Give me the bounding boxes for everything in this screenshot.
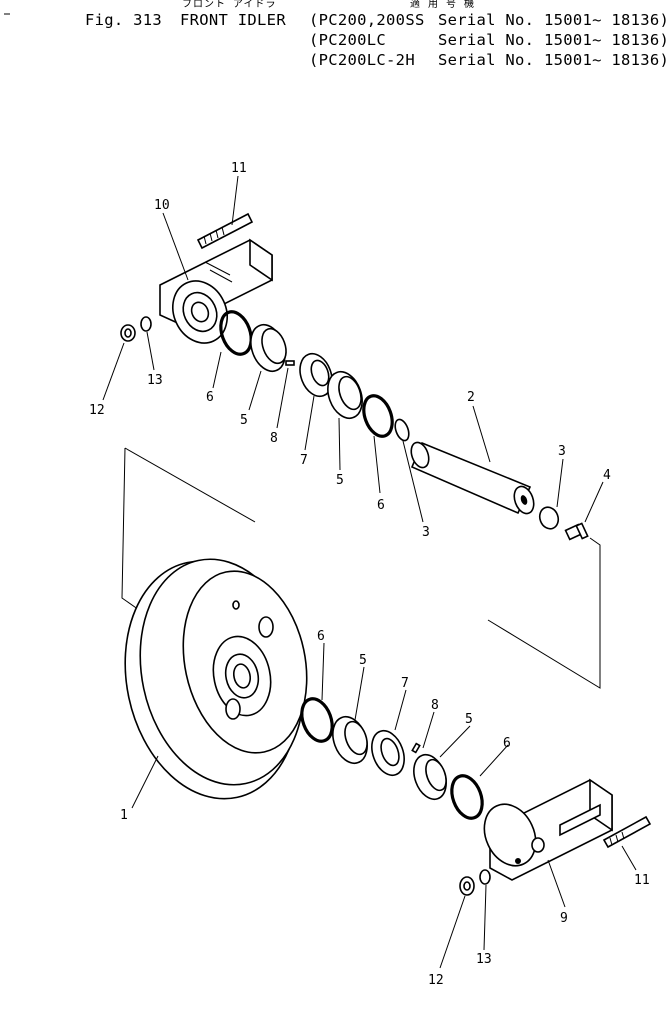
callout-1: 1: [120, 808, 128, 823]
o-ring-upper-right: [362, 394, 394, 438]
model-3: (PC200LC-2H: [309, 51, 415, 69]
callout-2: 2: [467, 390, 475, 405]
callout-3-a: 3: [422, 525, 430, 540]
o-ring-small-1: [394, 418, 410, 442]
serial-1: Serial No. 15001~ 18136): [438, 11, 666, 29]
callout-12-upper: 12: [89, 403, 105, 418]
o-ring-small-2: [538, 506, 560, 530]
callout-6-d: 6: [503, 736, 511, 751]
idler-wheel: [124, 558, 308, 800]
callout-13-upper: 13: [147, 373, 163, 388]
serial-3: Serial No. 15001~ 18136): [438, 51, 666, 69]
bolt-lower: [602, 815, 652, 849]
callout-12-lower: 12: [428, 973, 444, 988]
callout-6-a: 6: [206, 390, 214, 405]
jp-applicable-label: 適 用 号 機: [410, 0, 476, 10]
serial-2: Serial No. 15001~ 18136): [438, 31, 666, 49]
callout-10: 10: [154, 198, 170, 213]
callout-8-b: 8: [431, 698, 439, 713]
washer-lower: [479, 869, 491, 885]
callout-7-a: 7: [300, 453, 308, 468]
idler-bracket-lower: [483, 778, 613, 881]
model-1: (PC200,200SS: [309, 11, 425, 29]
model-2: (PC200LC: [309, 31, 387, 49]
callout-8-a: 8: [270, 431, 278, 446]
pin-upper: [285, 360, 295, 366]
callout-11-lower: 11: [634, 873, 650, 888]
callout-4: 4: [603, 468, 611, 483]
o-ring-lower-left: [300, 697, 334, 743]
callout-7-b: 7: [401, 676, 409, 691]
plug: [564, 522, 589, 541]
header: フロント アイドラ 適 用 号 機 Fig. 313 FRONT IDLER (…: [0, 0, 666, 75]
washer-upper: [140, 316, 152, 332]
callout-5-a: 5: [240, 413, 248, 428]
idler-bracket-upper: [159, 238, 273, 344]
figure-number: Fig. 313: [85, 11, 163, 29]
o-ring-lower-right: [450, 774, 484, 820]
pin-lower: [411, 742, 421, 754]
callout-5-b: 5: [336, 473, 344, 488]
callout-6-c: 6: [317, 629, 325, 644]
callout-11-upper: 11: [231, 161, 247, 176]
callout-13-lower: 13: [476, 952, 492, 967]
jp-title: フロント アイドラ: [182, 0, 277, 10]
callout-9: 9: [560, 911, 568, 926]
callout-6-b: 6: [377, 498, 385, 513]
callout-3-b: 3: [558, 444, 566, 459]
bolt-upper: [196, 212, 254, 250]
callout-5-d: 5: [465, 712, 473, 727]
figure-title: FRONT IDLER: [180, 11, 286, 29]
shaft: [410, 441, 535, 515]
o-ring-upper-left: [219, 310, 253, 356]
callout-5-c: 5: [359, 653, 367, 668]
